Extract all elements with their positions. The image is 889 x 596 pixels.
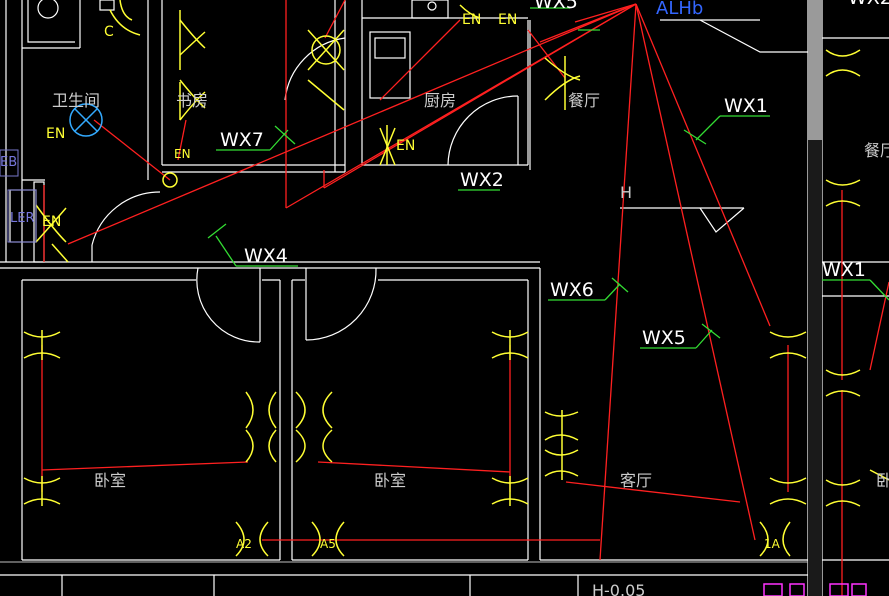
room-labels: 卫生间 书房 厨房 餐厅 餐厅 卧室 卧室 客厅 卧 [52,91,889,490]
circuit-label-wx4: WX4 [244,245,288,267]
wiring-layer [41,0,889,596]
room-label-bedroom-mid: 卧室 [374,471,406,490]
c-marker: C [104,24,114,40]
room-label-living: 客厅 [620,471,652,490]
marker-labels: EN EN EN EN EN EN C A2 A5 1A [42,12,781,551]
en-marker-bath: EN [46,126,65,142]
room-label-kitchen: 厨房 [424,91,456,110]
a5-marker: A5 [320,537,336,551]
circuit-label-wx1-far: WX1 [822,259,866,281]
ler-label: LER [10,211,35,226]
circuit-label-wx2: WX2 [460,169,504,191]
a1-marker: 1A [764,537,781,551]
en-marker-kitchen3: EN [396,138,415,154]
en-marker-study: EN [174,147,191,161]
h-label: H [620,183,632,202]
room-label-dining-right: 餐厅 [864,141,889,160]
exhaust-fan-icon [69,103,103,137]
room-label-dining: 餐厅 [568,91,600,110]
room-label-bedroom-left: 卧室 [94,471,126,490]
panel-label: ALHb [656,0,703,19]
room-label-bathroom: 卫生间 [52,91,100,110]
distribution-box-icon [0,149,37,243]
circuit-label-wx6: WX6 [550,279,594,301]
eb-label: EB [0,155,17,170]
elevation-label: H-0.05 [592,581,645,596]
room-label-right-edge: 卧 [876,471,889,490]
corner-label: WX2 [848,0,889,9]
circuit-labels: WX7 WX4 WX2 WX6 WX5 WX1 WX1 WX5 WX2 [220,0,889,349]
vertical-scrollbar-thumb[interactable] [808,0,822,140]
a2-marker: A2 [236,537,252,551]
magenta-outlets [763,583,867,596]
fixture-layer [23,0,889,557]
circuit-label-wx1: WX1 [724,95,768,117]
en-marker-kitchen1: EN [462,12,481,28]
leader-layer [207,7,889,349]
en-marker-kitchen2: EN [498,12,517,28]
en-marker-ler: EN [42,214,61,230]
vertical-scrollbar[interactable] [808,0,822,596]
circuit-label-wx7: WX7 [220,129,264,151]
circuit-label-wx5: WX5 [642,327,686,349]
circuit-label-wx3: WX5 [534,0,578,13]
room-label-study: 书房 [176,91,208,110]
